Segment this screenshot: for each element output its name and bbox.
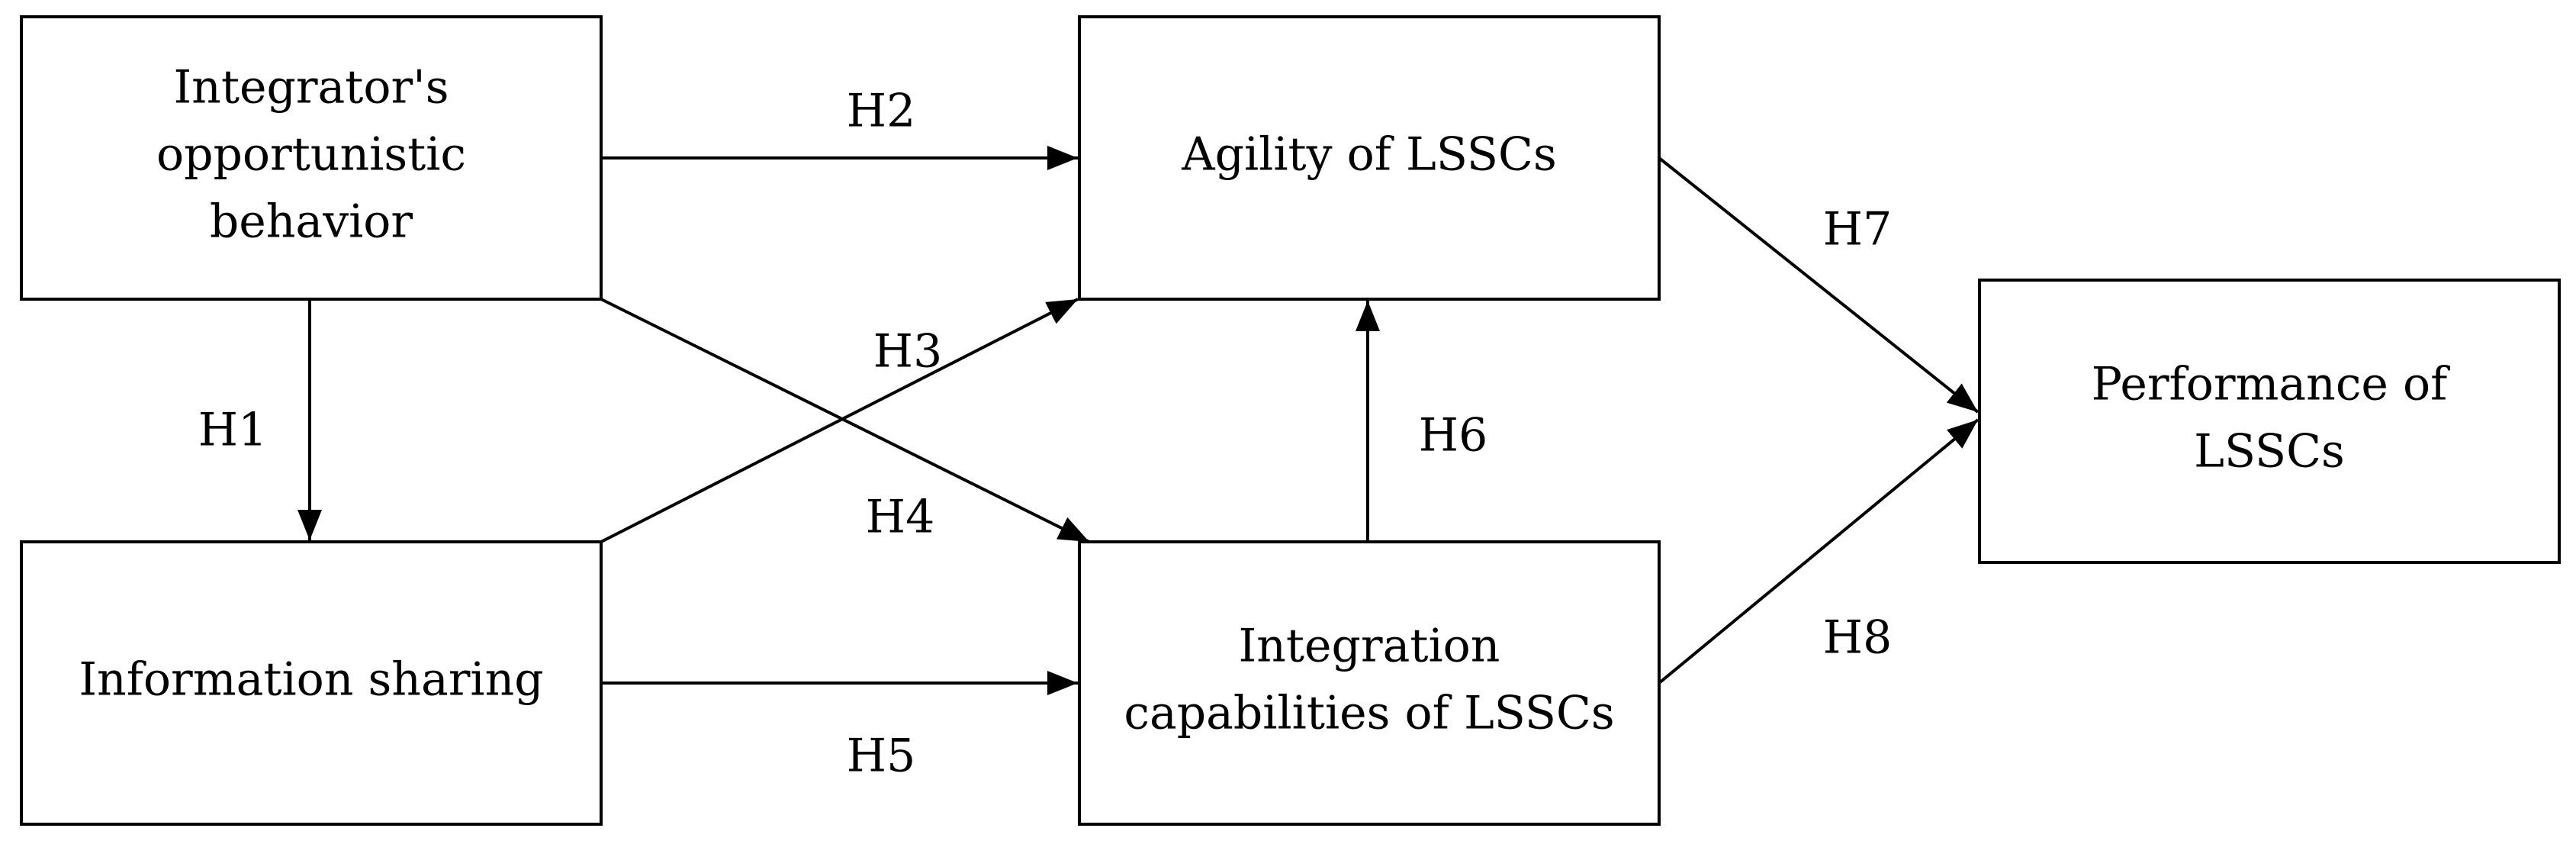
edge-label-h2: H2 bbox=[847, 85, 916, 138]
edge-label-h3: H3 bbox=[873, 325, 943, 379]
node-box-sharing bbox=[20, 540, 603, 826]
node-box-integration bbox=[1078, 540, 1661, 826]
node-agility: Agility of LSSCs bbox=[1078, 15, 1661, 301]
node-box-opportunistic bbox=[20, 15, 603, 301]
edge-label-h5: H5 bbox=[847, 730, 916, 783]
edge-label-h7: H7 bbox=[1823, 203, 1893, 256]
node-opportunistic: Integrator's opportunistic behavior bbox=[20, 15, 603, 301]
node-box-agility bbox=[1078, 15, 1661, 301]
edge-label-h1: H1 bbox=[198, 404, 268, 457]
node-integration: Integration capabilities of LSSCs bbox=[1078, 540, 1661, 826]
node-label-integration-line-2: capabilities of LSSCs bbox=[1124, 687, 1614, 740]
edge-label-h4: H4 bbox=[866, 491, 935, 544]
node-label-performance-line-2: LSSCs bbox=[2194, 425, 2345, 478]
edge-label-h8: H8 bbox=[1823, 611, 1893, 665]
node-label-integration-line-1: Integration bbox=[1239, 620, 1500, 673]
arrow-h4 bbox=[600, 298, 1090, 543]
nodes-layer: Integrator's opportunistic behaviorInforma… bbox=[20, 15, 2561, 826]
node-label-opportunistic-line-3: behavior bbox=[210, 195, 413, 249]
node-label-sharing-line-1: Information sharing bbox=[79, 653, 543, 707]
node-label-opportunistic-line-1: Integrator's bbox=[173, 61, 449, 114]
arrow-h7 bbox=[1658, 156, 1979, 414]
node-label-agility-line-1: Agility of LSSCs bbox=[1181, 128, 1556, 182]
node-label-opportunistic-line-2: opportunistic bbox=[156, 128, 466, 182]
arrow-h8 bbox=[1658, 418, 1979, 685]
arrow-h3 bbox=[600, 298, 1079, 543]
edge-label-h6: H6 bbox=[1419, 409, 1488, 462]
node-label-performance-line-1: Performance of bbox=[2092, 358, 2450, 411]
node-sharing: Information sharing bbox=[20, 540, 603, 826]
node-box-performance bbox=[1978, 279, 2561, 564]
edges-layer bbox=[297, 146, 1979, 695]
node-performance: Performance of LSSCs bbox=[1978, 279, 2561, 564]
